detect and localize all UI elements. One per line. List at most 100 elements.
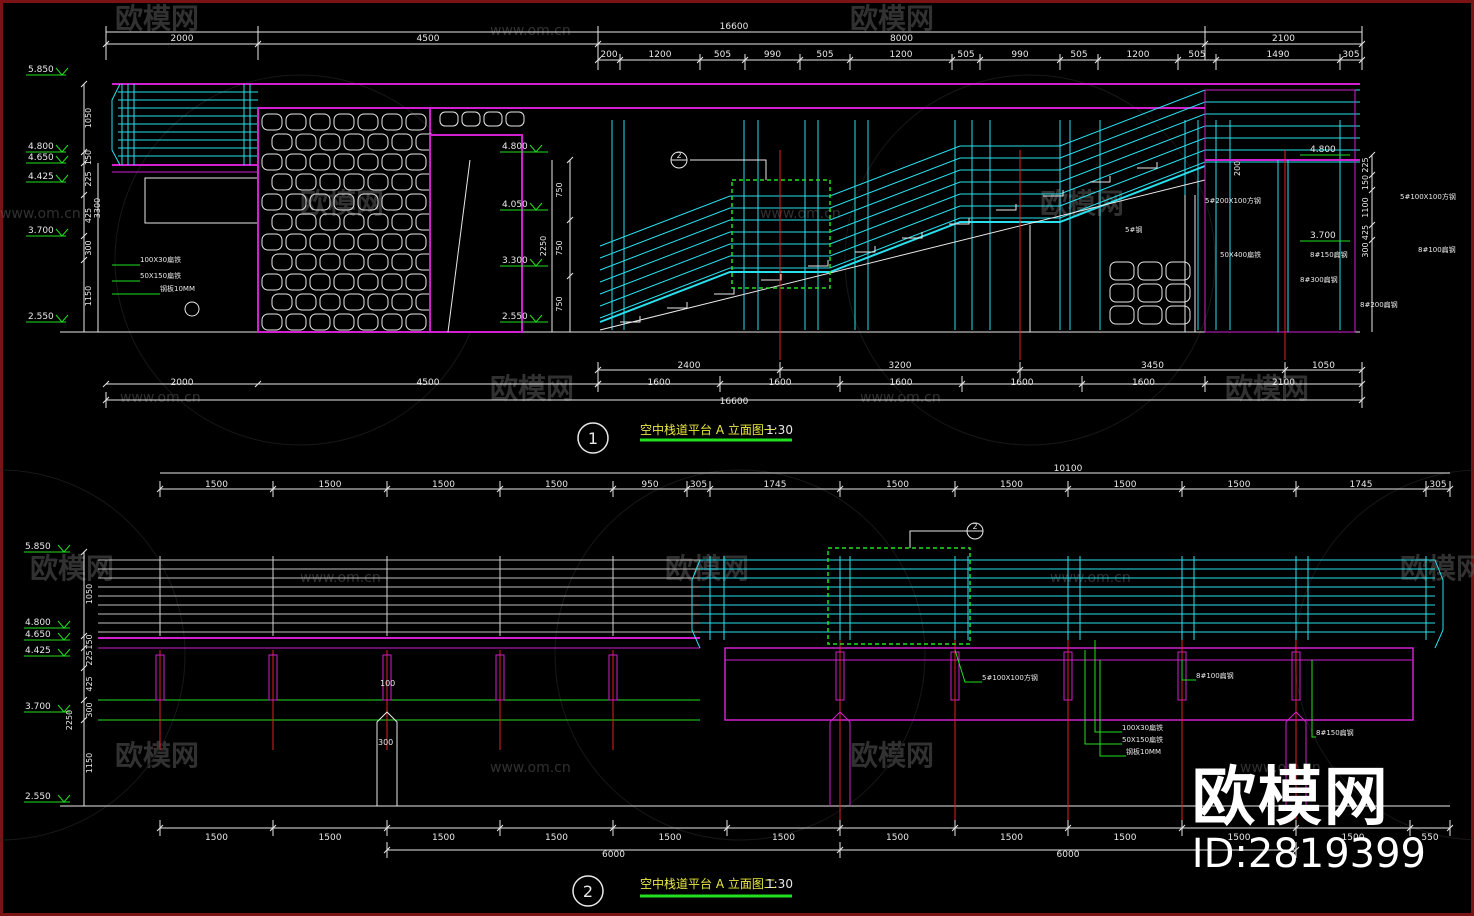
d1-right-stone bbox=[1137, 305, 1163, 325]
d2-top-left-label: 1500 bbox=[319, 480, 342, 490]
d2-bottom-row1-label: 1500 bbox=[319, 833, 342, 843]
d1-left-vdim-label: 1050 bbox=[84, 108, 93, 128]
d1-stone-block bbox=[405, 193, 427, 211]
d1-stone-block bbox=[285, 113, 307, 131]
d2-right-pier bbox=[1285, 711, 1307, 806]
dimension-tick bbox=[80, 191, 88, 199]
d1-right-stone bbox=[1165, 261, 1191, 281]
dimension-tick bbox=[951, 824, 959, 832]
d2-level-marker bbox=[57, 632, 71, 641]
d1-door-total-label: 2250 bbox=[539, 236, 548, 256]
d1-right-stone bbox=[1137, 261, 1163, 281]
d2-level-marker bbox=[57, 648, 71, 657]
d2-left-hanger bbox=[495, 654, 505, 701]
d1-stone-block bbox=[319, 293, 341, 311]
d1-bottom-row1-label: 1050 bbox=[1312, 361, 1335, 371]
d1-top-detail-label: 505 bbox=[1070, 50, 1087, 60]
dimension-tick bbox=[80, 80, 88, 88]
dimension-tick bbox=[741, 56, 749, 64]
d1-stone-block bbox=[261, 113, 283, 131]
dimension-tick bbox=[80, 644, 88, 652]
d2-left-railing bbox=[98, 556, 700, 636]
d1-stone-block bbox=[381, 273, 403, 291]
d1-level-marker bbox=[55, 67, 69, 76]
dimension-tick bbox=[1358, 56, 1366, 64]
d1-stone-block bbox=[285, 313, 307, 331]
dimension-tick bbox=[496, 485, 504, 493]
d1-stone-block bbox=[391, 133, 413, 151]
d1-level-marker bbox=[55, 228, 69, 237]
dimension-tick bbox=[796, 56, 804, 64]
watermark-brand: 欧模网 bbox=[850, 2, 934, 35]
d1-stair-step bbox=[1090, 176, 1111, 183]
dimension-tick bbox=[80, 548, 88, 556]
d1-stair-rail-bar bbox=[599, 113, 1360, 271]
dimension-tick bbox=[269, 824, 277, 832]
d1-stone-block bbox=[381, 233, 403, 251]
d1-annotation: 8#200扁钢 bbox=[1360, 300, 1398, 309]
d1-annotation: 100X30扁铁 bbox=[140, 255, 181, 264]
d1-callout-leader bbox=[690, 159, 767, 180]
d2-detail-box bbox=[827, 547, 971, 645]
d1-right-dim-label: 150 bbox=[1361, 175, 1370, 190]
d1-top-detail-label: 1200 bbox=[649, 50, 672, 60]
dimension-tick bbox=[836, 824, 844, 832]
d1-right-stone bbox=[1109, 283, 1135, 303]
d1-stone-block bbox=[333, 313, 355, 331]
d2-bottom-row2-label: 6000 bbox=[602, 850, 625, 860]
d1-stair-step bbox=[1137, 162, 1158, 169]
d1-left-vdim-label: 225 bbox=[84, 171, 93, 186]
d1-stone-block bbox=[309, 153, 331, 171]
d2-annotation-leader bbox=[1099, 660, 1126, 757]
dimension-tick bbox=[1094, 56, 1102, 64]
dimension-tick bbox=[594, 56, 602, 64]
dimension-tick bbox=[254, 380, 262, 388]
d1-stone-block bbox=[343, 173, 365, 191]
d1-top-segment-label: 8000 bbox=[890, 34, 913, 44]
d1-stone-block bbox=[405, 113, 427, 131]
dimension-tick bbox=[383, 485, 391, 493]
dimension-tick bbox=[706, 485, 714, 493]
dimension-tick bbox=[1358, 380, 1366, 388]
watermark-brand: 欧模网 bbox=[850, 739, 934, 772]
d1-stone-block bbox=[309, 313, 331, 331]
d1-stair-step bbox=[714, 288, 735, 295]
d2-level-marker bbox=[57, 544, 71, 553]
dimension-tick bbox=[566, 216, 574, 224]
d1-stone-block bbox=[391, 213, 413, 231]
d1-stone-block bbox=[391, 173, 413, 191]
d1-stone-block bbox=[319, 173, 341, 191]
d2-bottom-row1-label: 1500 bbox=[432, 833, 455, 843]
dimension-tick bbox=[1368, 151, 1376, 159]
d1-title-number: 1 bbox=[588, 429, 598, 448]
dimension-tick bbox=[80, 632, 88, 640]
d1-door-level-marker bbox=[529, 258, 543, 267]
d1-bottom-row1-label: 3450 bbox=[1141, 361, 1164, 371]
d1-stone-block bbox=[357, 113, 379, 131]
dimension-tick bbox=[776, 366, 784, 374]
d1-door-lintel-stone bbox=[505, 111, 525, 127]
dimension-tick bbox=[1078, 380, 1086, 388]
d1-top-detail-label: 200 bbox=[600, 50, 617, 60]
d1-stair-step bbox=[808, 260, 829, 267]
d2-left-vdim-total: 2250 bbox=[65, 710, 74, 730]
d2-top-right-label: 305 bbox=[1429, 480, 1446, 490]
d1-right-stone bbox=[1165, 305, 1191, 325]
d1-stone-block bbox=[333, 193, 355, 211]
d1-level-marker bbox=[55, 155, 69, 164]
d1-stone-block bbox=[381, 113, 403, 131]
d1-stair-step bbox=[761, 274, 782, 281]
d1-stone-block bbox=[367, 253, 389, 271]
dimension-tick bbox=[1368, 236, 1376, 244]
dimension-tick bbox=[948, 56, 956, 64]
d2-top-right-label: 1745 bbox=[764, 480, 787, 490]
d1-stone-block bbox=[309, 273, 331, 291]
d1-annotation: 8#150扁钢 bbox=[1310, 250, 1348, 259]
dimension-tick bbox=[80, 716, 88, 724]
d1-stone-block bbox=[367, 293, 389, 311]
d1-door-dim-label: 750 bbox=[555, 296, 564, 311]
d2-level-label: 5.850 bbox=[25, 542, 51, 552]
d1-level-marker bbox=[55, 174, 69, 183]
dimension-tick bbox=[1446, 824, 1454, 832]
d1-stone-block bbox=[271, 293, 293, 311]
